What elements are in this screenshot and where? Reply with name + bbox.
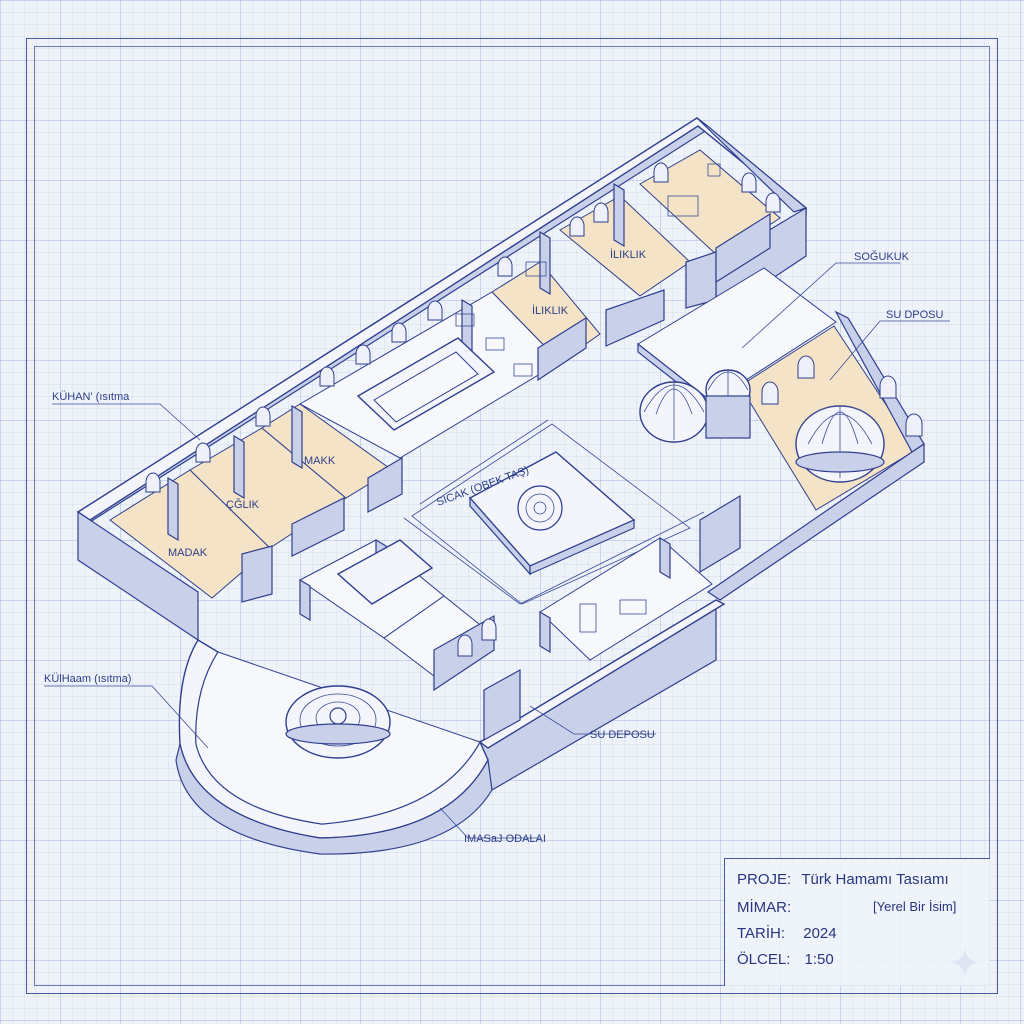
architect-value: [Yerel Bir İsim] bbox=[873, 899, 957, 914]
title-row-scale: ÖLCEL: 1:50 bbox=[737, 951, 834, 973]
scale-value: 1:50 bbox=[804, 951, 834, 968]
architect-key: MİMAR: bbox=[737, 899, 792, 916]
date-key: TARİH: bbox=[737, 925, 786, 942]
label-su-deposu-bottom: SU DEPOSU bbox=[590, 729, 655, 741]
sparkle-icon: ✦ bbox=[948, 942, 982, 986]
label-soguklu: SOĞUKUK bbox=[854, 250, 910, 263]
lower-wing bbox=[299, 494, 741, 791]
title-block: PROJE: Türk Hamamı Tasıamı MİMAR: [Yerel… bbox=[724, 858, 990, 986]
label-kulhan-bottom: KÜlHaam (ısıtma) bbox=[44, 673, 131, 685]
project-key: PROJE: bbox=[737, 871, 792, 888]
drawing-border-outer bbox=[26, 38, 998, 994]
label-madak: MADAK bbox=[168, 547, 208, 559]
title-row-architect: MİMAR: [Yerel Bir İsim] bbox=[737, 899, 987, 921]
date-value: 2024 bbox=[803, 925, 837, 942]
leader-lines bbox=[44, 262, 950, 839]
title-row-date: TARİH: 2024 bbox=[737, 925, 837, 947]
fountain bbox=[285, 685, 391, 759]
label-makk: MAKK bbox=[304, 455, 336, 467]
upper-wing bbox=[76, 117, 808, 642]
label-kulhan-top: KÜHAN' (ısıtma bbox=[52, 391, 130, 403]
sicaklik-room bbox=[403, 419, 705, 605]
project-value: Türk Hamamı Tasıamı bbox=[801, 871, 949, 888]
label-celik: ÇĞLIK bbox=[226, 498, 260, 511]
label-ilik-2: İLIKLIK bbox=[610, 248, 647, 261]
soguklu-block bbox=[637, 163, 925, 601]
title-row-project: PROJE: Türk Hamamı Tasıamı bbox=[737, 871, 949, 893]
drawing-border-inner bbox=[34, 46, 990, 986]
label-masaj: IMASaJ ODALAI bbox=[464, 833, 546, 845]
label-su-deposu-top: SU DPOSU bbox=[886, 309, 944, 321]
scale-key: ÖLCEL: bbox=[737, 951, 791, 968]
gobek-tasi bbox=[468, 451, 636, 567]
label-ilik-1: İLIKLIK bbox=[532, 304, 569, 317]
masaj-room bbox=[175, 639, 493, 855]
